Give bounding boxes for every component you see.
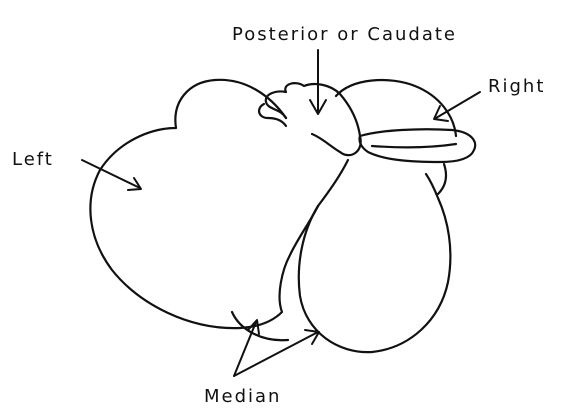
- label-left: Left: [12, 149, 54, 170]
- right-lobe-outline: [336, 80, 456, 194]
- label-posterior-caudate: Posterior or Caudate: [232, 24, 457, 45]
- posterior-arrow: [310, 50, 326, 114]
- left-lobe-outline: [90, 80, 318, 328]
- right-arrow: [434, 92, 480, 121]
- left-arrow: [82, 160, 141, 190]
- label-median: Median: [204, 386, 281, 407]
- label-right: Right: [488, 76, 545, 97]
- median-arrow-right: [234, 330, 319, 376]
- caudate-lobe-outline: [266, 83, 361, 155]
- lobe-junction-line: [318, 160, 348, 206]
- papillary-inner-line: [372, 144, 456, 147]
- median-fold-line: [232, 312, 288, 340]
